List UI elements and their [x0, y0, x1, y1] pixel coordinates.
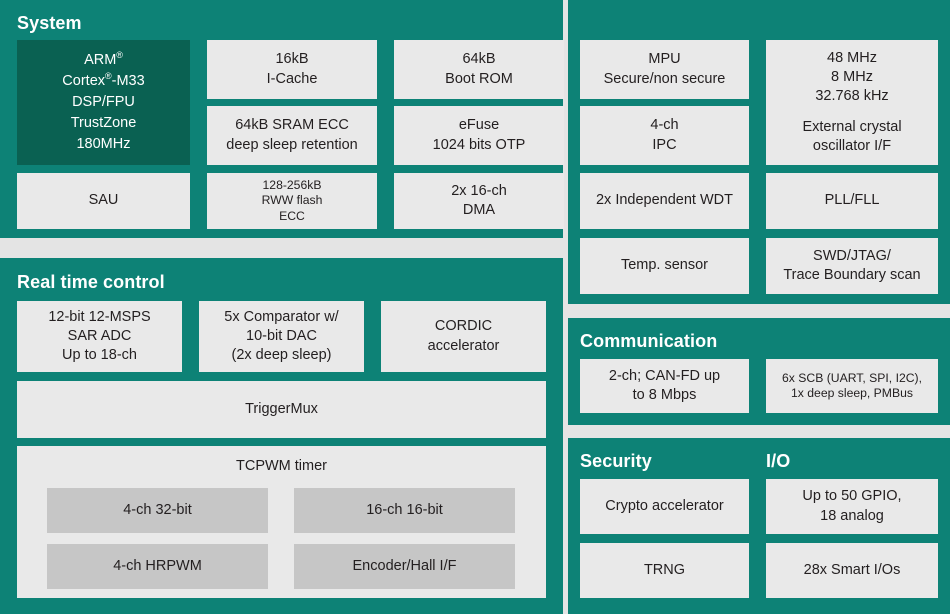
bootrom-line-2: Boot ROM [445, 70, 513, 87]
block-tcpwm-timer: TCPWM timer 4-ch 32-bit 16-ch 16-bit 4-c… [17, 446, 546, 598]
section-title-system: System [17, 13, 82, 33]
crypto-line-1: Crypto accelerator [605, 497, 724, 514]
tcpwm-inner-line-2: 16-ch 16-bit [366, 501, 443, 518]
panel-real-time-control: Real time control 12-bit 12-MSPS SAR ADC… [0, 258, 563, 614]
ipc-line-2: IPC [652, 136, 677, 153]
comparator-line-1: 5x Comparator w/ [224, 308, 339, 325]
efuse-line-2: 1024 bits OTP [432, 136, 526, 153]
section-title-real-time-control: Real time control [17, 272, 165, 292]
block-smart-io: 28x Smart I/Os [766, 543, 938, 598]
block-trng: TRNG [580, 543, 749, 598]
debug-line-2: Trace Boundary scan [783, 267, 921, 283]
comparator-line-3: (2x deep sleep) [231, 347, 332, 364]
gpio-line-1: Up to 50 GPIO, [802, 488, 902, 505]
trng-line-1: TRNG [643, 561, 686, 578]
panel-system-right: MPU Secure/non secure 4-ch IPC 2x Indepe… [568, 0, 950, 304]
clocks-line-4: External crystal [802, 118, 902, 135]
block-boot-rom: 64kB Boot ROM [394, 40, 564, 99]
tempsensor-line-1: Temp. sensor [620, 257, 709, 274]
block-cordic: CORDIC accelerator [381, 301, 546, 372]
cordic-line-1: CORDIC [434, 318, 493, 335]
tcpwm-title: TCPWM timer [235, 458, 327, 474]
flash-line-2: RWW flash [261, 193, 323, 208]
block-mpu: MPU Secure/non secure [580, 40, 749, 99]
wdt-line-1: 2x Independent WDT [595, 192, 734, 209]
mpu-line-1: MPU [648, 51, 681, 68]
triggermux-line-1: TriggerMux [245, 400, 318, 417]
cpu-line-5: 180MHz [76, 136, 131, 153]
section-title-communication: Communication [580, 331, 718, 351]
section-title-security: Security [580, 451, 652, 471]
gpio-line-2: 18 analog [820, 507, 884, 524]
block-tcpwm-4ch-hrpwm: 4-ch HRPWM [47, 544, 268, 589]
block-pll-fll: PLL/FLL [766, 173, 938, 229]
icache-line-1: 16kB [275, 51, 309, 68]
scb-line-1: 6x SCB (UART, SPI, I2C), [782, 370, 922, 385]
block-efuse: eFuse 1024 bits OTP [394, 106, 564, 165]
icache-line-2: I-Cache [266, 70, 318, 87]
block-wdt: 2x Independent WDT [580, 173, 749, 229]
cordic-line-2: accelerator [427, 337, 500, 354]
block-icache: 16kB I-Cache [207, 40, 377, 99]
cpu-line-1: ARM® [84, 50, 123, 68]
block-tcpwm-encoder-hall: Encoder/Hall I/F [294, 544, 515, 589]
comparator-line-2: 10-bit DAC [246, 327, 317, 344]
sau-line-1: SAU [88, 192, 119, 209]
block-clocks: 48 MHz 8 MHz 32.768 kHz External crystal… [766, 40, 938, 165]
mpu-line-2: Secure/non secure [603, 70, 726, 87]
tcpwm-inner-line-3: 4-ch HRPWM [113, 557, 202, 574]
block-tcpwm-16ch-16bit: 16-ch 16-bit [294, 488, 515, 533]
clocks-line-5: oscillator I/F [812, 137, 892, 154]
cpu-line-4: TrustZone [70, 115, 137, 131]
block-comparator: 5x Comparator w/ 10-bit DAC (2x deep sle… [199, 301, 364, 372]
block-crypto-accelerator: Crypto accelerator [580, 479, 749, 534]
smartio-line-1: 28x Smart I/Os [803, 561, 901, 578]
clocks-line-1: 48 MHz [827, 50, 877, 67]
pllfll-line-1: PLL/FLL [824, 192, 880, 209]
clocks-line-3: 32.768 kHz [815, 88, 889, 105]
section-title-io: I/O [766, 451, 791, 471]
flash-line-3: ECC [279, 208, 305, 223]
block-dma: 2x 16-ch DMA [394, 173, 564, 229]
block-tcpwm-4ch-32bit: 4-ch 32-bit [47, 488, 268, 533]
cpu-line-3: DSP/FPU [72, 93, 135, 110]
block-temp-sensor: Temp. sensor [580, 238, 749, 294]
adc-line-2: SAR ADC [67, 327, 132, 344]
dma-line-1: 2x 16-ch [451, 182, 507, 199]
block-sram: 64kB SRAM ECC deep sleep retention [207, 106, 377, 165]
block-gpio: Up to 50 GPIO, 18 analog [766, 479, 938, 534]
can-line-1: 2-ch; CAN-FD up [608, 367, 721, 384]
block-cpu-core: ARM® Cortex®-M33 DSP/FPU TrustZone 180MH… [17, 40, 190, 165]
block-triggermux: TriggerMux [17, 381, 546, 438]
tcpwm-inner-line-4: Encoder/Hall I/F [352, 557, 457, 574]
block-can-fd: 2-ch; CAN-FD up to 8 Mbps [580, 359, 749, 413]
block-flash: 128-256kB RWW flash ECC [207, 173, 377, 229]
adc-line-1: 12-bit 12-MSPS [48, 308, 151, 325]
block-sau: SAU [17, 173, 190, 229]
bootrom-line-1: 64kB [462, 51, 496, 68]
clocks-line-2: 8 MHz [831, 69, 873, 86]
panel-communication: Communication 2-ch; CAN-FD up to 8 Mbps … [568, 318, 950, 425]
ipc-line-1: 4-ch [650, 117, 679, 134]
panel-system-left: System ARM® Cortex®-M33 DSP/FPU TrustZon… [0, 0, 564, 238]
panel-security-io: Security I/O Crypto accelerator TRNG Up … [568, 438, 950, 614]
tcpwm-inner-line-1: 4-ch 32-bit [123, 501, 192, 518]
cpu-line-2: Cortex®-M33 [62, 71, 145, 89]
debug-line-1: SWD/JTAG/ [813, 247, 891, 264]
flash-line-1: 128-256kB [262, 178, 322, 193]
block-sar-adc: 12-bit 12-MSPS SAR ADC Up to 18-ch [17, 301, 182, 372]
scb-line-2: 1x deep sleep, PMBus [791, 386, 913, 400]
adc-line-3: Up to 18-ch [62, 347, 137, 364]
sram-line-1: 64kB SRAM ECC [235, 117, 349, 134]
sram-line-2: deep sleep retention [226, 136, 358, 153]
block-debug: SWD/JTAG/ Trace Boundary scan [766, 238, 938, 294]
block-scb: 6x SCB (UART, SPI, I2C), 1x deep sleep, … [766, 359, 938, 413]
block-ipc: 4-ch IPC [580, 106, 749, 165]
can-line-2: to 8 Mbps [632, 387, 697, 403]
dma-line-2: DMA [462, 202, 496, 218]
efuse-line-1: eFuse [458, 117, 500, 134]
